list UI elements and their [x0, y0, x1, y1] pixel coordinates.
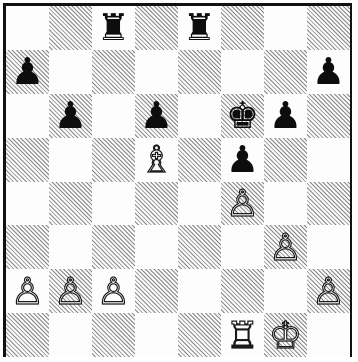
black-pawn-icon[interactable]: ♟: [54, 97, 87, 134]
square-c8[interactable]: ♜: [92, 6, 135, 50]
square-c3[interactable]: [92, 225, 135, 269]
square-e1[interactable]: [178, 313, 221, 357]
square-b2[interactable]: ♙: [49, 269, 92, 313]
white-king-icon[interactable]: ♔: [269, 317, 302, 354]
square-a6[interactable]: [6, 94, 49, 138]
square-g5[interactable]: [264, 138, 307, 182]
square-c7[interactable]: [92, 50, 135, 94]
square-g7[interactable]: [264, 50, 307, 94]
square-e6[interactable]: [178, 94, 221, 138]
square-f2[interactable]: [221, 269, 264, 313]
square-e5[interactable]: [178, 138, 221, 182]
black-pawn-icon[interactable]: ♟: [312, 53, 345, 90]
square-b1[interactable]: [49, 313, 92, 357]
square-e2[interactable]: [178, 269, 221, 313]
square-d7[interactable]: [135, 50, 178, 94]
square-c5[interactable]: [92, 138, 135, 182]
square-f7[interactable]: [221, 50, 264, 94]
square-d5[interactable]: ♗: [135, 138, 178, 182]
square-f8[interactable]: [221, 6, 264, 50]
square-g4[interactable]: [264, 182, 307, 226]
square-b4[interactable]: [49, 182, 92, 226]
square-b3[interactable]: [49, 225, 92, 269]
black-rook-icon[interactable]: ♜: [97, 9, 130, 46]
square-f3[interactable]: [221, 225, 264, 269]
square-a7[interactable]: ♟: [6, 50, 49, 94]
square-b5[interactable]: [49, 138, 92, 182]
square-e8[interactable]: ♜: [178, 6, 221, 50]
square-d6[interactable]: ♟: [135, 94, 178, 138]
square-f4[interactable]: ♙: [221, 182, 264, 226]
white-pawn-icon[interactable]: ♙: [269, 229, 302, 266]
chess-board[interactable]: ♜ ♜ ♟ ♟ ♟ ♟ ♚ ♟ ♗ ♟ ♙ ♙ ♙ ♙ ♙ ♙ ♖ ♔: [6, 6, 350, 357]
square-b6[interactable]: ♟: [49, 94, 92, 138]
black-pawn-icon[interactable]: ♟: [226, 141, 259, 178]
square-a1[interactable]: [6, 313, 49, 357]
square-f6[interactable]: ♚: [221, 94, 264, 138]
square-g8[interactable]: [264, 6, 307, 50]
square-h7[interactable]: ♟: [307, 50, 350, 94]
square-h4[interactable]: [307, 182, 350, 226]
white-pawn-icon[interactable]: ♙: [11, 273, 44, 310]
square-f1[interactable]: ♖: [221, 313, 264, 357]
square-h3[interactable]: [307, 225, 350, 269]
white-pawn-icon[interactable]: ♙: [226, 185, 259, 222]
square-b7[interactable]: [49, 50, 92, 94]
square-a5[interactable]: [6, 138, 49, 182]
square-c6[interactable]: [92, 94, 135, 138]
black-pawn-icon[interactable]: ♟: [140, 97, 173, 134]
square-h6[interactable]: [307, 94, 350, 138]
square-c1[interactable]: [92, 313, 135, 357]
square-g6[interactable]: ♟: [264, 94, 307, 138]
square-g2[interactable]: [264, 269, 307, 313]
black-pawn-icon[interactable]: ♟: [269, 97, 302, 134]
square-d2[interactable]: [135, 269, 178, 313]
square-f5[interactable]: ♟: [221, 138, 264, 182]
square-e3[interactable]: [178, 225, 221, 269]
square-c2[interactable]: ♙: [92, 269, 135, 313]
white-pawn-icon[interactable]: ♙: [54, 273, 87, 310]
square-b8[interactable]: [49, 6, 92, 50]
square-g1[interactable]: ♔: [264, 313, 307, 357]
square-d1[interactable]: [135, 313, 178, 357]
square-g3[interactable]: ♙: [264, 225, 307, 269]
black-king-icon[interactable]: ♚: [226, 97, 259, 134]
square-h1[interactable]: [307, 313, 350, 357]
white-pawn-icon[interactable]: ♙: [312, 273, 345, 310]
square-h5[interactable]: [307, 138, 350, 182]
square-a3[interactable]: [6, 225, 49, 269]
white-bishop-icon[interactable]: ♗: [140, 141, 173, 178]
square-e4[interactable]: [178, 182, 221, 226]
square-d3[interactable]: [135, 225, 178, 269]
black-pawn-icon[interactable]: ♟: [11, 53, 44, 90]
square-d8[interactable]: [135, 6, 178, 50]
square-c4[interactable]: [92, 182, 135, 226]
white-rook-icon[interactable]: ♖: [226, 317, 259, 354]
square-h8[interactable]: [307, 6, 350, 50]
square-a8[interactable]: [6, 6, 49, 50]
square-a4[interactable]: [6, 182, 49, 226]
square-e7[interactable]: [178, 50, 221, 94]
square-d4[interactable]: [135, 182, 178, 226]
black-rook-icon[interactable]: ♜: [183, 9, 216, 46]
white-pawn-icon[interactable]: ♙: [97, 273, 130, 310]
square-h2[interactable]: ♙: [307, 269, 350, 313]
square-a2[interactable]: ♙: [6, 269, 49, 313]
